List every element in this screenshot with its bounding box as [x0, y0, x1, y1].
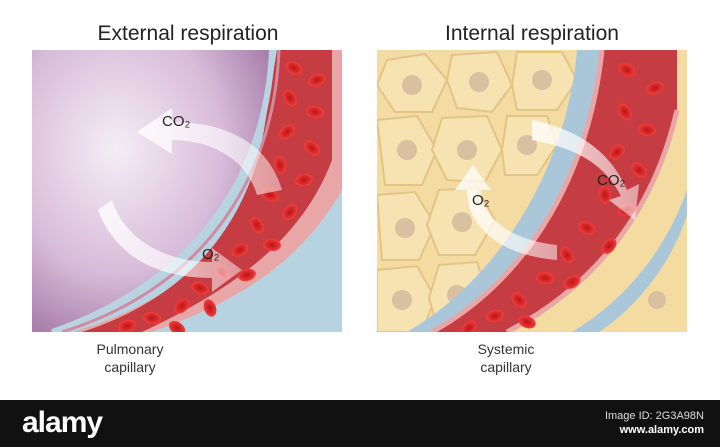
external-respiration-illustration: [32, 50, 342, 332]
caption-line-1: Pulmonary: [60, 340, 200, 358]
watermark-footer: alamy Image ID: 2G3A98N www.alamy.com: [0, 400, 720, 447]
site-url: www.alamy.com: [605, 423, 704, 437]
caption-line-2: capillary: [60, 358, 200, 376]
alamy-logo: alamy: [22, 406, 102, 440]
systemic-capillary-caption: Systemic capillary: [436, 340, 576, 376]
image-id: Image ID: 2G3A98N: [605, 409, 704, 423]
external-respiration-panel: CO₂ O₂: [32, 50, 342, 332]
internal-respiration-panel: CO₂ O₂: [377, 50, 687, 332]
caption-line-2: capillary: [436, 358, 576, 376]
internal-respiration-title: Internal respiration: [372, 22, 692, 46]
caption-line-1: Systemic: [436, 340, 576, 358]
internal-o2-label: O₂: [472, 192, 490, 209]
external-co2-label: CO₂: [162, 113, 190, 130]
pulmonary-capillary-caption: Pulmonary capillary: [60, 340, 200, 376]
internal-respiration-illustration: [377, 50, 687, 332]
external-respiration-title: External respiration: [28, 22, 348, 46]
tissue-nucleus-right: [648, 291, 666, 309]
external-o2-label: O₂: [202, 246, 220, 263]
internal-co2-label: CO₂: [597, 172, 625, 189]
image-meta: Image ID: 2G3A98N www.alamy.com: [605, 409, 704, 437]
